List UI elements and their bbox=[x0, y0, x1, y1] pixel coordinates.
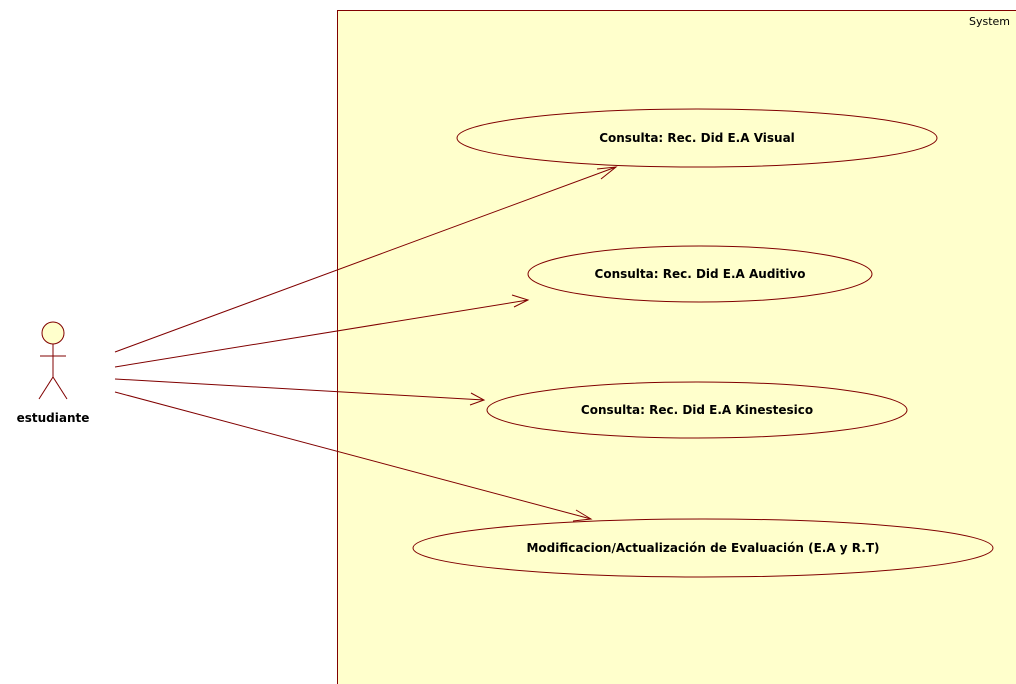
use-case-label: Consulta: Rec. Did E.A Visual bbox=[599, 131, 795, 145]
use-case-label: Consulta: Rec. Did E.A Auditivo bbox=[595, 267, 806, 281]
association-kinestesico[interactable] bbox=[114, 378, 486, 406]
system-label: System bbox=[969, 15, 1010, 28]
actor-left-leg bbox=[38, 376, 54, 400]
use-case-auditivo[interactable]: Consulta: Rec. Did E.A Auditivo bbox=[527, 245, 873, 303]
association-evaluacion[interactable] bbox=[114, 391, 593, 522]
associations bbox=[114, 166, 618, 522]
use-case-ellipse bbox=[456, 108, 938, 168]
use-case-ellipse bbox=[412, 518, 994, 578]
actor-name: estudiante bbox=[17, 411, 90, 425]
use-case-ellipse bbox=[527, 245, 873, 303]
use-case-kinestesico[interactable]: Consulta: Rec. Did E.A Kinestesico bbox=[486, 381, 908, 439]
association-auditivo[interactable] bbox=[114, 294, 530, 368]
use-case-ellipse bbox=[486, 381, 908, 439]
actor-head bbox=[41, 321, 65, 345]
use-case-label: Modificacion/Actualización de Evaluación… bbox=[526, 541, 879, 555]
association-visual[interactable] bbox=[114, 166, 618, 353]
actor-estudiante[interactable]: estudiante bbox=[17, 321, 90, 425]
actor-right-leg bbox=[52, 376, 68, 400]
use-case-visual[interactable]: Consulta: Rec. Did E.A Visual bbox=[456, 108, 938, 168]
actor-icon bbox=[38, 321, 68, 400]
use-case-label: Consulta: Rec. Did E.A Kinestesico bbox=[581, 403, 813, 417]
use-case-evaluacion[interactable]: Modificacion/Actualización de Evaluación… bbox=[412, 518, 994, 578]
